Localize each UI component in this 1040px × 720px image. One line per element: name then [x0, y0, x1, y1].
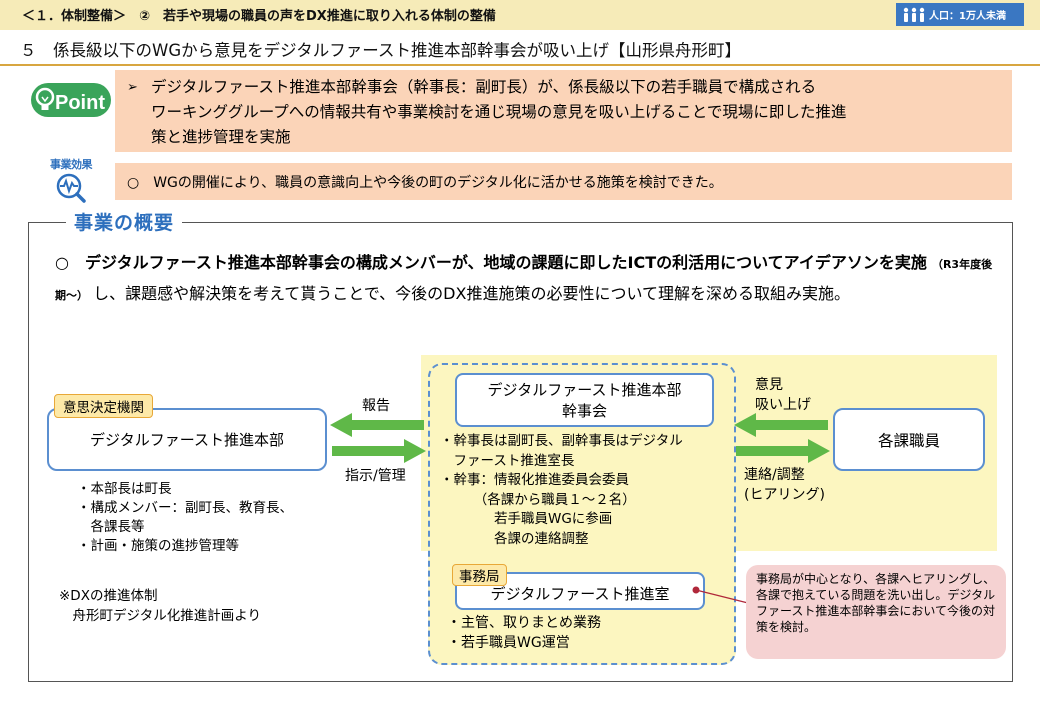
hq-detail-line: ・本部長は町長 [77, 481, 172, 497]
arrowhead-bullet-icon: ➢ [127, 80, 138, 95]
hq-detail-line: ・構成メンバー：副町長、教育長、 [77, 500, 293, 516]
point-line: 策と進捗管理を実施 [151, 128, 291, 146]
section-label: ＜１．体制整備＞ ② 若手や現場の職員の声をDX推進に取り入れる体制の整備 [22, 9, 496, 24]
hq-detail-line: ・計画・施策の進捗管理等 [77, 538, 239, 554]
department-staff-box: 各課職員 [833, 408, 985, 471]
collect-arrow-icon [734, 413, 828, 437]
arrow-collect-label: 意見 吸い上げ [755, 375, 811, 415]
exec-detail-line: （各課から職員１～２名） [440, 491, 636, 508]
lightbulb-icon [35, 87, 55, 110]
hq-detail-line: 各課長等 [77, 519, 145, 535]
arrow-collect-line: 吸い上げ [755, 397, 811, 413]
arrow-instruct-label: 指示/管理 [345, 468, 406, 484]
exec-name-line: デジタルファースト推進本部 [487, 381, 682, 399]
population-text: 人口：1万人未満 [929, 11, 1006, 22]
people-icon [903, 7, 925, 22]
point-line: デジタルファースト推進本部幹事会（幹事長：副町長）が、係長級以下の若手職員で構成… [151, 78, 817, 96]
hq-box: デジタルファースト推進本部 [47, 408, 327, 471]
exec-detail-line: ・幹事：情報化推進委員会委員 [440, 472, 629, 488]
dx-note-line: 舟形町デジタル化推進計画より [59, 608, 261, 624]
overview-heading: 事業の概要 [66, 208, 183, 235]
staff-name: 各課職員 [877, 431, 940, 450]
overview-frame [28, 222, 1013, 682]
hq-exec-arrows [330, 413, 426, 463]
point-logo: Point [31, 80, 111, 124]
exec-committee-box: デジタルファースト推進本部 幹事会 [455, 373, 714, 427]
point-line: ワーキンググループへの情報共有や事業検討を通じ現場の意見を吸い上げることで現場に… [151, 103, 847, 121]
exec-detail-line: ファースト推進室長 [440, 452, 575, 469]
overview-summary: ○ デジタルファースト推進本部幹事会の構成メンバーが、地域の課題に即したICTの… [55, 248, 1000, 310]
decision-body-tag: 意思決定機関 [54, 394, 153, 418]
instruct-arrow-icon [332, 439, 426, 463]
section-header-bar [0, 0, 1040, 30]
secretariat-callout: 事務局が中心となり、各課へヒアリングし、各課で抱えている問題を洗い出し。デジタル… [746, 565, 1006, 659]
office-detail-line: ・若手職員WG運営 [447, 635, 570, 651]
arrow-liaison-line: 連絡/調整 [744, 467, 805, 483]
report-arrow-icon [330, 413, 424, 437]
point-logo-text: Point [55, 92, 105, 114]
dx-structure-note: ※DXの推進体制 舟形町デジタル化推進計画より [59, 586, 261, 626]
office-name: デジタルファースト推進室 [490, 584, 670, 603]
pulse-magnifier-icon [56, 173, 86, 203]
point-summary-box: ➢ デジタルファースト推進本部幹事会（幹事長：副町長）が、係長級以下の若手職員で… [115, 70, 1012, 152]
summary-period: （R3年度後期～） [55, 258, 993, 302]
arrow-report-label: 報告 [362, 398, 390, 414]
effect-text-box: ○ WGの開催により、職員の意識向上や今後の町のデジタル化に活かせる施策を検討で… [115, 163, 1012, 200]
dx-note-line: ※DXの推進体制 [59, 588, 158, 604]
effect-label: 事業効果 [50, 158, 93, 171]
callout-connector [692, 586, 749, 604]
exec-name-line: 幹事会 [561, 402, 607, 420]
liaison-arrow-icon [736, 439, 830, 463]
hq-name: デジタルファースト推進本部 [90, 431, 284, 449]
exec-detail-line: 若手職員WGに参画 [440, 511, 613, 527]
secretariat-tag: 事務局 [452, 564, 507, 586]
hq-details: ・本部長は町長 ・構成メンバー：副町長、教育長、 各課長等 ・計画・施策の進捗管… [77, 480, 293, 556]
effect-logo: 事業効果 [40, 156, 102, 207]
arrow-liaison-label: 連絡/調整 (ヒアリング) [744, 465, 825, 505]
arrow-collect-line: 意見 [755, 377, 783, 393]
title-divider [0, 64, 1040, 66]
arrow-liaison-line: (ヒアリング) [744, 487, 825, 503]
population-badge: 人口：1万人未満 [896, 3, 1024, 26]
page-title: ５ 係長級以下のWGから意見をデジタルファースト推進本部幹事会が吸い上げ【山形県… [20, 41, 741, 60]
exec-detail-line: ・幹事長は副町長、副幹事長はデジタル [440, 433, 683, 449]
office-details: ・主管、取りまとめ業務 ・若手職員WG運営 [447, 613, 601, 653]
exec-details: ・幹事長は副町長、副幹事長はデジタル ファースト推進室長 ・幹事：情報化推進委員… [440, 432, 683, 549]
summary-bold: ○ デジタルファースト推進本部幹事会の構成メンバーが、地域の課題に即したICTの… [55, 253, 927, 272]
office-detail-line: ・主管、取りまとめ業務 [447, 615, 601, 631]
exec-staff-arrows [734, 413, 830, 463]
summary-rest: し、課題感や解決策を考えて貰うことで、今後のDX推進施策の必要性について理解を深… [93, 284, 850, 303]
exec-detail-line: 各課の連絡調整 [440, 530, 589, 547]
